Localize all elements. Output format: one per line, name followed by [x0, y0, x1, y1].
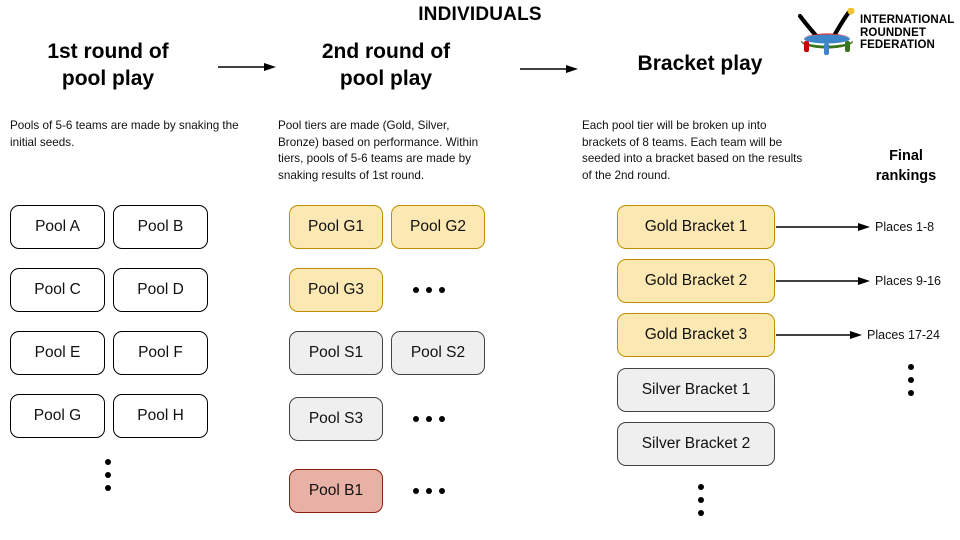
logo-wordmark: INTERNATIONAL ROUNDNET FEDERATION	[860, 14, 954, 52]
ellipsis-round1-pools	[101, 458, 115, 492]
description-bracket: Each pool tier will be broken up into br…	[582, 119, 803, 182]
ellipsis-dot	[413, 287, 419, 293]
pool-box-g1[interactable]: Pool G1	[289, 205, 383, 249]
bracket-box-gold-3[interactable]: Gold Bracket 3	[617, 313, 775, 357]
final-rankings-heading-line1: Final	[889, 148, 923, 164]
final-place-label-1: Places 1-8	[875, 220, 935, 234]
column-heading-bracket: Bracket play	[600, 50, 800, 77]
final-place-label-3: Places 17-24	[867, 328, 940, 342]
pool-box-h[interactable]: Pool H	[113, 394, 208, 438]
ellipsis-dot	[908, 390, 914, 396]
ellipsis-silver-pools	[406, 412, 452, 426]
pool-box-e[interactable]: Pool E	[10, 331, 105, 375]
ellipsis-dot	[908, 377, 914, 383]
bracket-box-gold-2[interactable]: Gold Bracket 2	[617, 259, 775, 303]
column-heading-bracket-line1: Bracket play	[637, 52, 763, 75]
final-place-label-2: Places 9-16	[875, 274, 942, 288]
pool-box-g[interactable]: Pool G	[10, 394, 105, 438]
arrow-bracket-gold-2-to-places	[776, 274, 870, 293]
international-roundnet-federation-logo: INTERNATIONAL ROUNDNET FEDERATION	[796, 8, 960, 62]
page-title: INDIVIDUALS	[418, 4, 542, 25]
ellipsis-final-rankings	[904, 363, 918, 397]
column-heading-round1-line2: pool play	[61, 67, 155, 90]
ball-icon	[847, 8, 855, 15]
ellipsis-bronze-pools	[406, 484, 452, 498]
ellipsis-dot	[105, 472, 111, 478]
ellipsis-dot	[105, 485, 111, 491]
pool-box-g3[interactable]: Pool G3	[289, 268, 383, 312]
pool-box-c[interactable]: Pool C	[10, 268, 105, 312]
pool-box-d[interactable]: Pool D	[113, 268, 208, 312]
pool-box-b[interactable]: Pool B	[113, 205, 208, 249]
flow-arrow-round1-to-round2	[218, 60, 276, 79]
column-heading-round2-line2: pool play	[339, 67, 433, 90]
ellipsis-dot	[439, 488, 445, 494]
description-round2: Pool tiers are made (Gold, Silver, Bronz…	[278, 119, 479, 182]
column-heading-round1: 1st round of pool play	[8, 38, 208, 92]
roundnet-net-icon	[797, 8, 855, 55]
ellipsis-dot	[426, 287, 432, 293]
ellipsis-dot	[413, 416, 419, 422]
pool-box-b1[interactable]: Pool B1	[289, 469, 383, 513]
column-heading-round2: 2nd round of pool play	[280, 38, 492, 92]
ellipsis-dot	[426, 416, 432, 422]
final-rankings-heading: Final rankings	[852, 146, 960, 186]
logo-line-1: INTERNATIONAL	[860, 14, 955, 26]
pool-box-s3[interactable]: Pool S3	[289, 397, 383, 441]
pool-box-s2[interactable]: Pool S2	[391, 331, 485, 375]
column-heading-round1-line1: 1st round of	[47, 40, 169, 63]
pool-box-g2[interactable]: Pool G2	[391, 205, 485, 249]
flow-arrow-round2-to-bracket	[520, 62, 578, 81]
description-round1: Pools of 5-6 teams are made by snaking t…	[10, 119, 239, 149]
ellipsis-dot	[439, 287, 445, 293]
logo-line-2: ROUNDNET	[860, 26, 926, 39]
ellipsis-dot	[105, 459, 111, 465]
ellipsis-dot	[908, 364, 914, 370]
pool-box-a[interactable]: Pool A	[10, 205, 105, 249]
ellipsis-dot	[698, 510, 704, 516]
arrow-bracket-gold-1-to-places	[776, 220, 870, 239]
ellipsis-dot	[426, 488, 432, 494]
bracket-box-silver-2[interactable]: Silver Bracket 2	[617, 422, 775, 466]
ellipsis-dot	[698, 497, 704, 503]
final-rankings-heading-line2: rankings	[875, 168, 937, 184]
ellipsis-dot	[439, 416, 445, 422]
column-heading-round2-line1: 2nd round of	[321, 40, 451, 63]
bracket-box-gold-1[interactable]: Gold Bracket 1	[617, 205, 775, 249]
pool-box-f[interactable]: Pool F	[113, 331, 208, 375]
ellipsis-brackets	[694, 483, 708, 517]
pool-box-s1[interactable]: Pool S1	[289, 331, 383, 375]
bracket-box-silver-1[interactable]: Silver Bracket 1	[617, 368, 775, 412]
ellipsis-dot	[698, 484, 704, 490]
ellipsis-dot	[413, 488, 419, 494]
ellipsis-gold-pools	[406, 283, 452, 297]
logo-line-3: FEDERATION	[860, 39, 935, 52]
arrow-bracket-gold-3-to-places	[776, 328, 862, 347]
